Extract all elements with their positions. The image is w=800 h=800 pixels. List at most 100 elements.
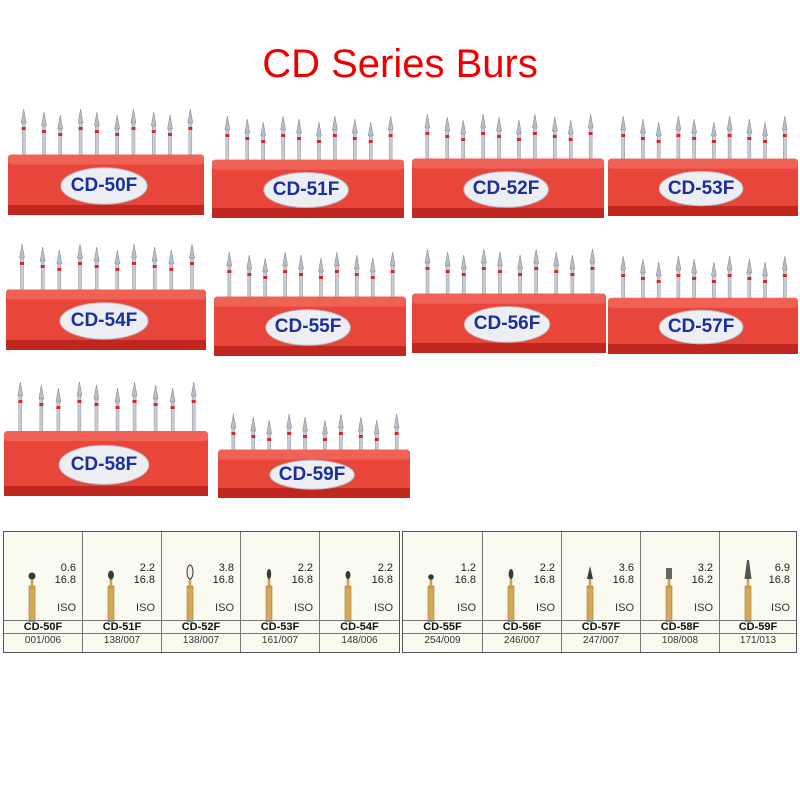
bur-kit-illustration	[212, 115, 404, 218]
spec-iso: ISO	[294, 602, 313, 614]
spec-size: 2.2	[539, 562, 555, 574]
spec-ref: 246/007	[503, 635, 541, 646]
bur	[190, 381, 197, 440]
spec-size: 3.8	[218, 562, 234, 574]
bur	[393, 413, 400, 458]
bur-holder	[6, 289, 206, 350]
bur	[496, 116, 502, 167]
bur-kit-illustration	[218, 413, 410, 498]
bur-holder	[412, 293, 606, 353]
bur	[354, 254, 360, 305]
bur	[369, 257, 376, 305]
spec-code: CD-57F	[562, 620, 640, 634]
spec-code: CD-58F	[641, 620, 719, 634]
bur	[318, 257, 324, 305]
bur-kit: CD-53F	[608, 112, 798, 216]
bur	[152, 384, 159, 440]
spec-ref: 161/007	[261, 635, 299, 646]
bur-kit-label: CD-52F	[472, 178, 540, 200]
bur	[552, 116, 558, 167]
spec-iso: ISO	[457, 602, 476, 614]
spec-length: 16.8	[291, 574, 313, 586]
spec-length: 16.8	[371, 574, 393, 586]
spec-code: CD-53F	[241, 620, 319, 634]
bur	[762, 121, 768, 168]
spec-length: 16.8	[612, 574, 634, 586]
bur-shape-icon	[28, 572, 36, 622]
bur	[57, 114, 64, 163]
bur-kit: CD-58F	[4, 378, 208, 496]
bur	[282, 251, 288, 305]
bur	[38, 384, 45, 440]
spec-ref: 138/007	[182, 635, 220, 646]
bur-holder	[608, 158, 798, 216]
bur-kit-label: CD-56F	[473, 313, 541, 335]
spec-iso: ISO	[136, 602, 155, 614]
page-title: CD Series Burs	[262, 42, 538, 86]
bur	[131, 243, 137, 298]
spec-ref: 138/007	[103, 635, 141, 646]
bur-kit: CD-57F	[608, 252, 798, 354]
bur	[17, 381, 24, 440]
spec-code: CD-52F	[162, 620, 240, 634]
bur-kit-label: CD-54F	[70, 309, 138, 331]
bur-kit: CD-56F	[412, 245, 606, 353]
bur	[189, 243, 195, 298]
bur-shape-icon	[427, 574, 435, 622]
bur-kit: CD-50F	[8, 105, 204, 215]
bur-kit-illustration	[8, 108, 204, 215]
spec-iso: ISO	[215, 602, 234, 614]
bur	[260, 121, 266, 168]
bur-kit-illustration	[608, 255, 798, 354]
bur-kit-label: CD-57F	[667, 316, 735, 338]
bur-holder	[212, 159, 404, 218]
spec-length: 16.8	[454, 574, 476, 586]
spec-length: 16.8	[212, 574, 234, 586]
bur-kit-label: CD-59F	[278, 463, 346, 485]
spec-ref: 108/008	[661, 635, 699, 646]
spec-size: 2.2	[297, 562, 313, 574]
bur	[187, 108, 194, 163]
spec-code: CD-51F	[83, 620, 161, 634]
spec-code: CD-54F	[320, 620, 399, 634]
bur-shape-icon	[265, 569, 273, 622]
bur-kit-illustration	[214, 251, 406, 356]
bur-kit-label: CD-58F	[70, 453, 138, 475]
bur	[131, 381, 138, 440]
spec-ref: 171/013	[739, 635, 777, 646]
bur-shape-icon	[344, 571, 352, 622]
bur	[620, 115, 626, 168]
bur-kit: CD-55F	[214, 248, 406, 356]
spec-code: CD-59F	[720, 620, 796, 634]
bur-kit-label: CD-51F	[272, 179, 340, 201]
bur-kit-illustration	[4, 381, 208, 496]
bur-kit: CD-51F	[212, 112, 404, 218]
spec-ref: 247/007	[582, 635, 620, 646]
bur-holder	[4, 431, 208, 496]
bur-kit-illustration	[608, 115, 798, 216]
bur-kit: CD-52F	[412, 110, 604, 218]
bur-shape-icon	[107, 570, 115, 622]
spec-iso: ISO	[771, 602, 790, 614]
bur	[114, 387, 121, 440]
bur-shape-icon	[507, 569, 515, 622]
bur	[711, 121, 717, 168]
spec-length: 16.8	[54, 574, 76, 586]
spec-size: 3.6	[618, 562, 634, 574]
bur	[56, 249, 63, 298]
